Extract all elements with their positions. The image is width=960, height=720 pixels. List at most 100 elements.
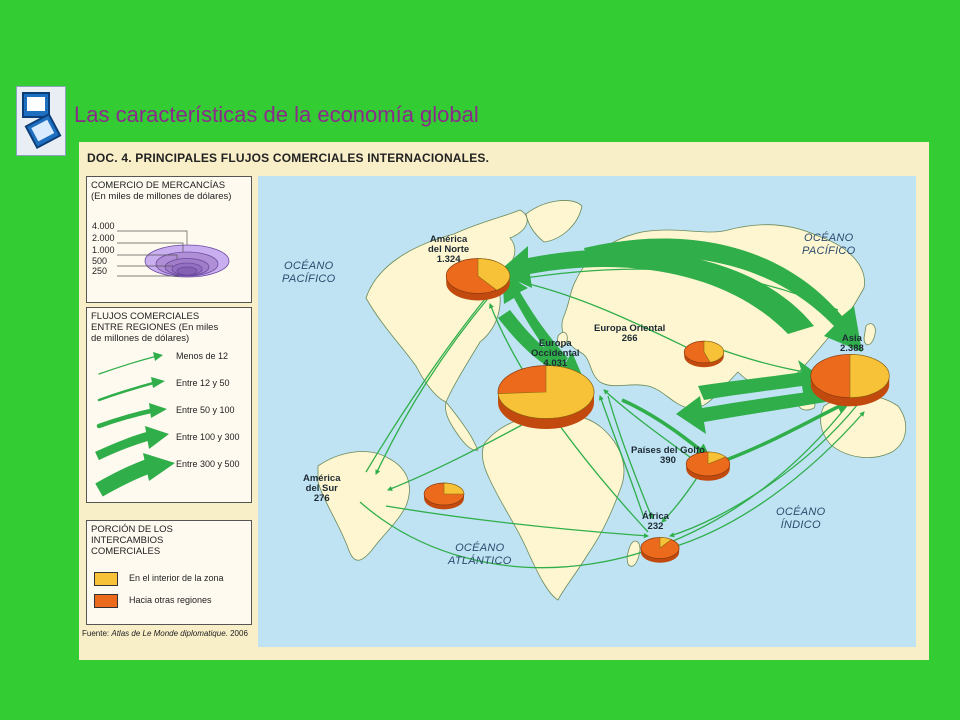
flow-asia-to-north-america-large (498, 246, 814, 334)
legend-inside-label: En el interior de la zona (129, 573, 224, 583)
region-value: 276 (313, 493, 330, 504)
legend-merchandise: COMERCIO DE MERCANCÍAS (En miles de mill… (86, 176, 252, 303)
region-name: Europa (538, 338, 572, 349)
pie-marker-africa (640, 537, 680, 563)
region-value: 232 (647, 521, 664, 532)
landmass-madagascar (626, 540, 641, 567)
document-figure: DOC. 4. PRINCIPALES FLUJOS COMERCIALES I… (79, 142, 929, 660)
flow-south-america-to-north-america (365, 287, 495, 473)
flow-asia-to-europe-large (676, 390, 826, 434)
legend-merchandise-title-line1: COMERCIO DE MERCANCÍAS (91, 180, 226, 191)
legend-portion-title: PORCIÓN DE LOS INTERCAMBIOS COMERCIALES (91, 524, 173, 557)
flow-europe-to-north-america-large (502, 272, 568, 368)
ocean-label-atlantic-line2: ATLÁNTICO (448, 555, 512, 567)
flow-asia-to-africa (669, 403, 859, 538)
region-name: Europa Oriental (594, 323, 666, 334)
flow-arrows-large (498, 238, 862, 434)
region-value: 4.031 (543, 358, 568, 369)
legend-flow-label: Entre 12 y 50 (176, 378, 230, 388)
flow-europe-to-asia-large (698, 360, 828, 400)
legend-merchandise-scale-label: 2.000 (92, 233, 115, 243)
legend-flows-title-line3: de millones de dólares) (91, 333, 190, 344)
legend-portion-title-line1: PORCIÓN DE LOS (91, 524, 173, 535)
region-name: del Norte (428, 244, 470, 255)
region-pies (423, 258, 890, 563)
flow-europe-east-to-north-america (510, 278, 689, 349)
presentation-slides-icon (16, 86, 66, 156)
pie-inside-slice (707, 451, 727, 465)
map-canvas (258, 176, 916, 647)
region-name: América (429, 234, 468, 245)
legend-flow-label: Entre 50 y 100 (176, 405, 235, 415)
pie-inside-slice (497, 365, 595, 419)
region-name: América (303, 473, 341, 484)
source-note: Fuente: Atlas de Le Monde diplomatique. … (82, 629, 248, 638)
pie-inside-slice (849, 354, 890, 398)
legend-merchandise-scale-label: 4.000 (92, 221, 115, 231)
pie-marker-asia (810, 354, 890, 407)
ocean-label-atlantic-line1: OCÉANO (455, 542, 505, 554)
pie-marker-south-america (423, 482, 465, 510)
legend-flow-label: Entre 300 y 500 (176, 459, 240, 469)
pie-marker-north-america (445, 258, 511, 301)
region-value: 266 (621, 333, 638, 344)
legend-merchandise-scale-label: 250 (92, 266, 108, 276)
ocean-label-pacific-right-line1: OCÉANO (804, 232, 854, 244)
flow-north-america-to-asia-large (584, 238, 862, 352)
region-value: 1.324 (436, 254, 461, 265)
source-title: Atlas de Le Monde diplomatique (111, 629, 226, 638)
region-name: Asia (841, 333, 862, 344)
region-value: 390 (660, 455, 676, 466)
legend-flows-title: FLUJOS COMERCIALES ENTRE REGIONES (En mi… (91, 311, 218, 344)
legend-flow-label: Menos de 12 (176, 351, 229, 361)
legend-flows-arrows (95, 352, 175, 497)
source-year: . 2006 (225, 629, 248, 638)
region-name: Occidental (531, 348, 580, 359)
region-name: Países del Golfo (631, 445, 705, 456)
landmass-greenland (525, 200, 583, 243)
legend-portion-title-line2: INTERCAMBIOS (91, 535, 164, 546)
ocean-label-pacific-right-line2: PACÍFICO (802, 245, 856, 257)
ocean-label-pacific-left-line2: PACÍFICO (282, 273, 336, 285)
region-name: África (642, 511, 669, 522)
pie-inside-slice (443, 482, 465, 495)
landmass-central-america (445, 401, 479, 451)
legend-swatch-inside (94, 572, 118, 586)
pie-inside-slice (659, 537, 672, 549)
landmass-japan (863, 323, 876, 346)
flow-europe-to-africa (607, 395, 653, 519)
legend-swatch-outside (94, 594, 118, 608)
legend-merchandise-scale (117, 230, 230, 278)
legend-merchandise-scale-label: 500 (92, 256, 108, 266)
ocean-label-indian-line2: ÍNDICO (780, 519, 821, 531)
flow-south-america-to-asia (359, 401, 851, 569)
ocean-label-pacific-left-line1: OCÉANO (284, 260, 334, 272)
ocean-label-indian-line1: OCÉANO (776, 506, 826, 518)
legend-merchandise-title: COMERCIO DE MERCANCÍAS (En miles de mill… (91, 180, 231, 202)
pie-inside-slice (477, 258, 511, 291)
pie-marker-western-europe (497, 365, 595, 429)
pie-marker-gulf (685, 451, 731, 481)
flow-africa-to-europe (598, 395, 645, 519)
flow-south-america-to-africa (385, 505, 650, 539)
region-name: del Sur (305, 483, 338, 494)
source-label: Fuente: (82, 629, 112, 638)
slide-title: Las características de la economía globa… (74, 102, 479, 127)
flow-gulf-to-asia (725, 400, 851, 462)
flow-gulf-to-europe (603, 389, 695, 461)
region-value: 2.388 (840, 343, 864, 354)
legend-flow-label: Entre 100 y 300 (176, 432, 240, 442)
landmass-uk (557, 331, 568, 348)
document-heading: DOC. 4. PRINCIPALES FLUJOS COMERCIALES I… (87, 151, 490, 165)
legend-flows-title-line1: FLUJOS COMERCIALES (91, 311, 200, 322)
legend-flows-title-line2: ENTRE REGIONES (En miles (91, 322, 219, 333)
